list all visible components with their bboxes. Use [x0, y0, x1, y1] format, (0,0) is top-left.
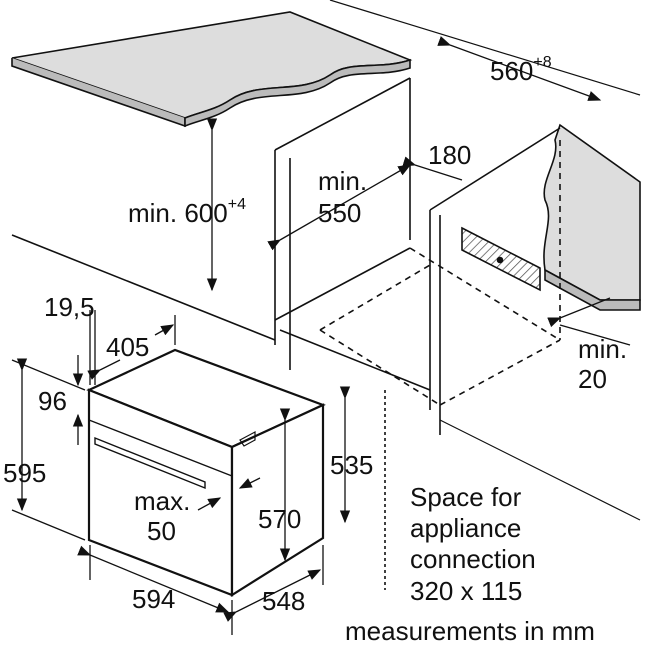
front-offset-label: 19,5 — [44, 292, 95, 322]
space-note-line1: Space for — [410, 482, 522, 512]
vent-depth-label: 180 — [428, 140, 472, 170]
niche-height-label: min. 600+4 — [128, 197, 246, 228]
space-note-line3: connection — [410, 544, 536, 574]
oven — [86, 348, 326, 597]
panel-height-label: 96 — [38, 386, 67, 416]
units-note: measurements in mm — [345, 616, 595, 646]
niche-height-tolerance: +4 — [227, 196, 246, 213]
gap-prefix: min. — [578, 334, 628, 364]
top-depth-label: 405 — [106, 332, 150, 362]
oven-depth-label: 548 — [262, 586, 306, 616]
countertop-left — [11, 11, 413, 128]
dimension-lines — [11, 36, 631, 635]
cabinet — [11, 0, 641, 590]
niche-height-value: min. 600 — [128, 198, 228, 228]
niche-width-value: 560 — [490, 56, 534, 86]
handle-prefix: max. — [134, 486, 191, 516]
niche-width-tolerance: +8 — [533, 54, 552, 71]
space-note-line4: 320 x 115 — [410, 576, 523, 606]
oven-width-label: 594 — [132, 584, 176, 614]
space-note-line2: appliance — [410, 513, 522, 543]
countertop-right — [543, 123, 641, 311]
gap-label: 20 — [578, 364, 607, 394]
handle-depth-label: 50 — [147, 516, 176, 546]
min-depth-prefix: min. — [318, 166, 368, 196]
body-height-label: 570 — [258, 504, 302, 534]
niche-width-label: 560+8 — [490, 55, 552, 86]
min-depth-label: 550 — [318, 198, 362, 228]
rear-height-label: 535 — [330, 450, 374, 480]
oven-height-label: 595 — [3, 458, 47, 488]
